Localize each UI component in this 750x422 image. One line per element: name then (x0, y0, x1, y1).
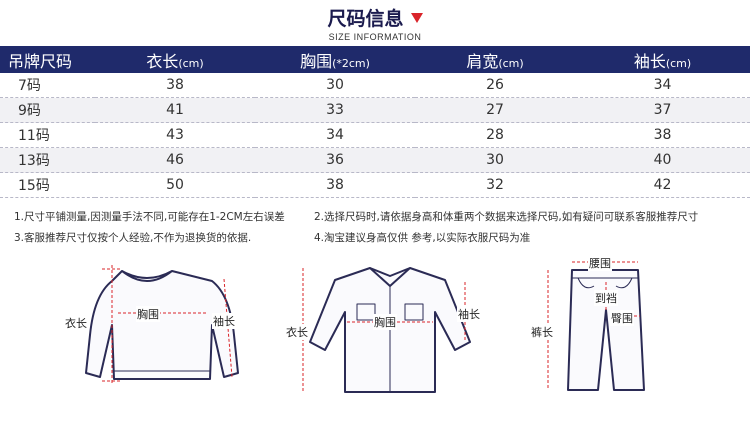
table-row: 9码 41 33 27 37 (0, 97, 750, 123)
column-header-unit: (cm) (178, 56, 204, 70)
column-header-tag-size: 吊牌尺码 (0, 46, 95, 73)
size-table: 吊牌尺码 衣长(cm) 胸围(*2cm) 肩宽(cm) 袖长(cm) 7码 38… (0, 46, 750, 198)
shirt-diagram: 衣长 胸围 袖长 (285, 262, 495, 402)
note-item: 1.尺寸平铺测量,因测量手法不同,可能存在1-2CM左右误差 (14, 211, 285, 223)
notes-row: 1.尺寸平铺测量,因测量手法不同,可能存在1-2CM左右误差 2.选择尺码时,请… (14, 207, 744, 228)
triangle-down-icon (410, 12, 423, 23)
page-subtitle: SIZE INFORMATION (328, 32, 422, 42)
table-cell: 41 (95, 97, 255, 123)
sweater-diagram: 衣长 胸围 袖长 (62, 255, 252, 395)
table-cell: 37 (575, 97, 750, 123)
table-cell: 38 (255, 172, 415, 198)
table-cell: 33 (255, 97, 415, 123)
column-header-unit: (cm) (665, 56, 692, 70)
table-cell: 38 (575, 122, 750, 148)
table-cell: 13码 (0, 147, 95, 173)
pants-crotch-label: 到裆 (594, 290, 618, 306)
table-row: 7码 38 30 26 34 (0, 73, 750, 98)
column-header-sleeve: 袖长(cm) (575, 46, 750, 73)
header: 尺码信息 SIZE INFORMATION (0, 4, 750, 42)
table-row: 13码 46 36 30 40 (0, 147, 750, 173)
pants-waist-label: 腰围 (588, 255, 612, 271)
table-cell: 42 (575, 172, 750, 198)
column-header-unit: (cm) (498, 56, 524, 70)
table-row: 15码 50 38 32 42 (0, 172, 750, 198)
shirt-chest-label: 胸围 (373, 314, 397, 330)
sweater-sleeve-label: 袖长 (212, 313, 236, 329)
column-header-length: 衣长(cm) (95, 46, 255, 73)
pants-diagram: 腰围 到裆 臀围 裤长 (528, 252, 678, 402)
pants-length-label: 裤长 (530, 324, 554, 340)
title-text: 尺码信息 (327, 8, 404, 30)
shirt-length-label: 衣长 (285, 324, 309, 340)
table-cell: 27 (415, 97, 575, 123)
column-header-unit: (*2cm) (332, 56, 370, 70)
table-cell: 50 (95, 172, 255, 198)
table-row: 11码 43 34 28 38 (0, 122, 750, 148)
table-cell: 46 (95, 147, 255, 173)
column-header-chest: 胸围(*2cm) (255, 46, 415, 73)
pants-illustration (547, 261, 645, 391)
notes-row: 3.客服推荐尺寸仅按个人经验,不作为退换货的依据. 4.淘宝建议身高仅供 参考,… (14, 228, 744, 249)
table-cell: 15码 (0, 172, 95, 198)
notes: 1.尺寸平铺测量,因测量手法不同,可能存在1-2CM左右误差 2.选择尺码时,请… (14, 207, 744, 249)
table-cell: 28 (415, 122, 575, 148)
shirt-sleeve-label: 袖长 (457, 306, 481, 322)
sweater-chest-label: 胸围 (136, 306, 160, 322)
sweater-illustration (85, 265, 239, 385)
note-item: 2.选择尺码时,请依据身高和体重两个数据来选择尺码,如有疑问可联系客服推荐尺寸 (314, 211, 699, 223)
table-header-row: 吊牌尺码 衣长(cm) 胸围(*2cm) 肩宽(cm) 袖长(cm) (0, 46, 750, 73)
table-cell: 7码 (0, 73, 95, 98)
table-cell: 34 (575, 73, 750, 98)
column-header-label: 吊牌尺码 (8, 51, 73, 71)
table-cell: 26 (415, 73, 575, 98)
page-title: 尺码信息 (327, 4, 423, 31)
table-cell: 11码 (0, 122, 95, 148)
table-cell: 30 (415, 147, 575, 173)
table-cell: 43 (95, 122, 255, 148)
column-header-label: 衣长 (146, 51, 179, 71)
pants-hip-label: 臀围 (610, 310, 634, 326)
note-item: 4.淘宝建议身高仅供 参考,以实际衣服尺码为准 (314, 232, 531, 244)
column-header-shoulder: 肩宽(cm) (415, 46, 575, 73)
table-cell: 34 (255, 122, 415, 148)
shirt-illustration (302, 267, 471, 393)
table-cell: 30 (255, 73, 415, 98)
note-item: 3.客服推荐尺寸仅按个人经验,不作为退换货的依据. (14, 232, 252, 244)
column-header-label: 袖长 (633, 51, 666, 71)
table-cell: 9码 (0, 97, 95, 123)
sweater-length-label: 衣长 (64, 315, 88, 331)
table-cell: 32 (415, 172, 575, 198)
column-header-label: 肩宽 (466, 51, 499, 71)
table-cell: 36 (255, 147, 415, 173)
table-cell: 40 (575, 147, 750, 173)
column-header-label: 胸围 (300, 51, 333, 71)
table-cell: 38 (95, 73, 255, 98)
